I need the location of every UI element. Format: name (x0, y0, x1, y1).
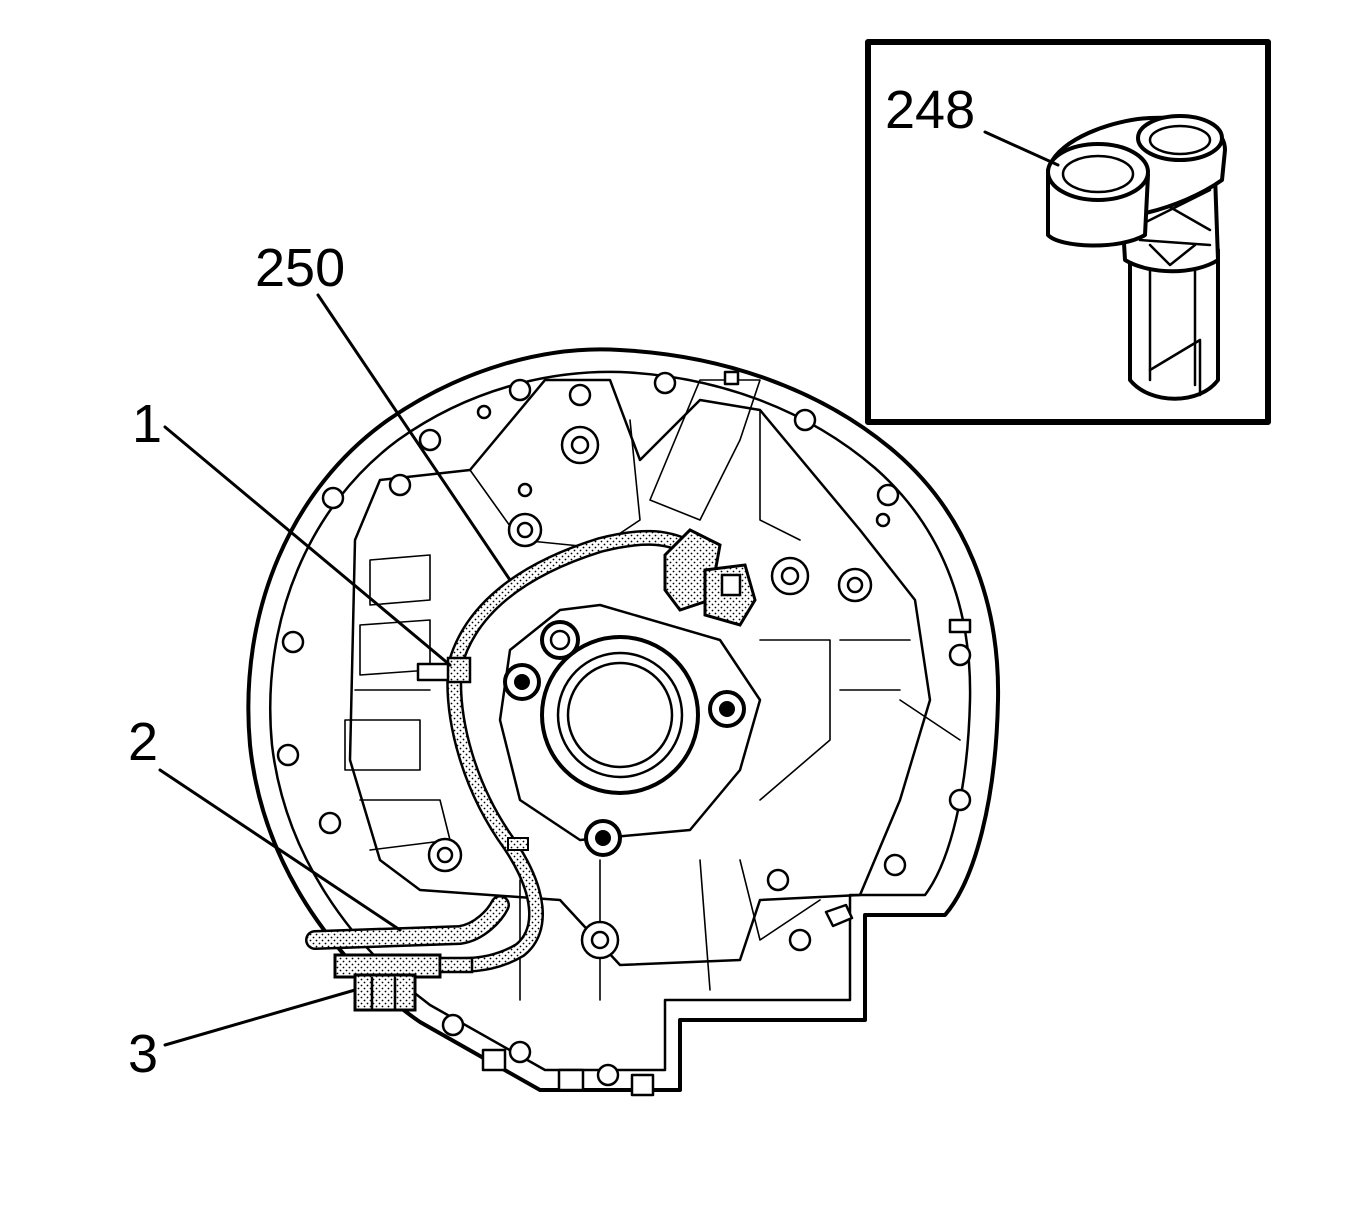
flange-clips (481, 370, 972, 1097)
shaft-hub (498, 603, 762, 857)
leader-1 (163, 425, 452, 667)
housing-rib (739, 859, 821, 941)
transmission-housing (246, 347, 1001, 1097)
leader-2 (158, 768, 402, 932)
housing-rib (699, 859, 711, 991)
housing-rib (759, 639, 831, 801)
inset-box (865, 39, 1271, 425)
leader-248 (983, 130, 1060, 167)
callout-3: 3 (128, 1024, 158, 1084)
leader-lines (158, 130, 1060, 1047)
wiring-harness (305, 528, 757, 973)
housing-rib (649, 379, 761, 521)
housing-rib (359, 799, 451, 851)
housing-rib (759, 409, 801, 541)
leader-3 (163, 988, 357, 1047)
speed-sensor-illustration (1046, 114, 1227, 401)
housing-rib (369, 554, 431, 606)
housing-inner-flange (268, 370, 972, 1072)
leader-250 (316, 293, 512, 582)
callout-250: 250 (255, 238, 345, 298)
harness-connector-lower (333, 953, 474, 1012)
callout-2: 2 (128, 712, 158, 772)
housing-rib (344, 719, 421, 771)
housing-rib (899, 699, 961, 741)
callout-1: 1 (132, 394, 162, 454)
harness-connector (663, 528, 757, 627)
bolt-holes (276, 371, 972, 1087)
valve-body (348, 378, 932, 967)
callouts: 248 250 1 2 3 (128, 80, 975, 1084)
callout-248: 248 (885, 80, 975, 140)
